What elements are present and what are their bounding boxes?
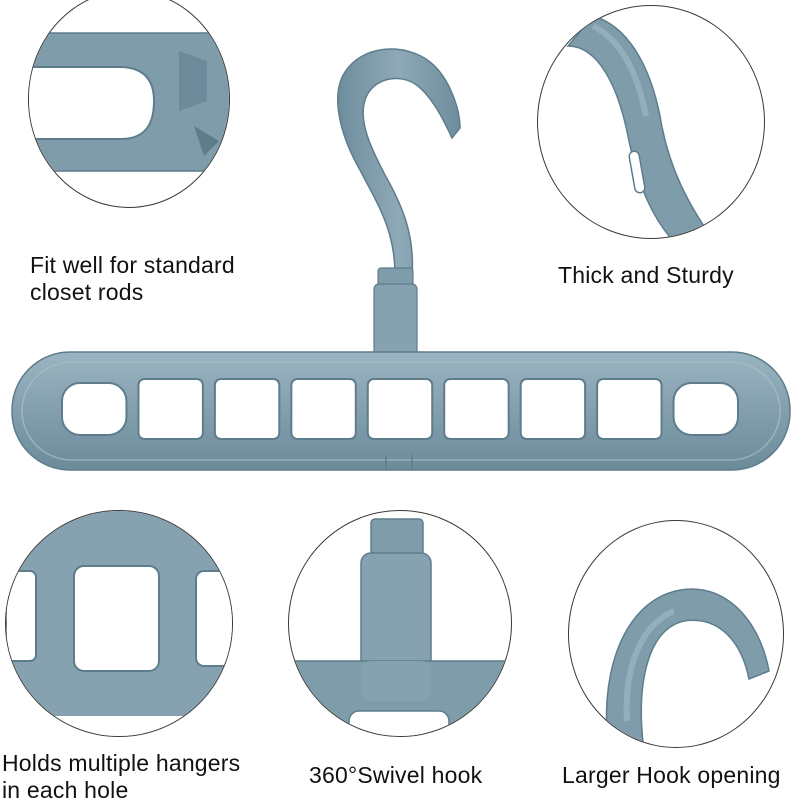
caption-sturdy: Thick and Sturdy bbox=[558, 262, 734, 289]
hanger-hole bbox=[366, 378, 434, 440]
detail-circle-opening bbox=[568, 520, 784, 748]
swivel-closeup-illustration bbox=[289, 518, 511, 736]
detail-circle-rod-end bbox=[28, 0, 230, 208]
caption-sturdy-line1: Thick and Sturdy bbox=[558, 262, 734, 288]
detail-circle-swivel bbox=[288, 510, 512, 737]
caption-rod: Fit well for standard closet rods bbox=[30, 252, 235, 306]
caption-swivel-line1: 360°Swivel hook bbox=[309, 762, 483, 788]
hanger-hole bbox=[596, 378, 663, 440]
swivel-collar bbox=[377, 267, 414, 287]
hanger-hole bbox=[213, 378, 281, 440]
caption-holes-line2: in each hole bbox=[2, 777, 129, 803]
hanger-holes bbox=[61, 378, 739, 440]
hook-opening-illustration bbox=[605, 588, 770, 747]
caption-holes-line1: Holds multiple hangers bbox=[2, 750, 241, 776]
swivel-neck bbox=[373, 283, 418, 363]
caption-rod-line2: closet rods bbox=[30, 279, 144, 305]
caption-rod-line1: Fit well for standard bbox=[30, 252, 235, 278]
hanger-hole bbox=[672, 382, 739, 436]
detail-circle-sturdy bbox=[537, 5, 765, 239]
detail-circle-holes bbox=[5, 510, 233, 737]
hook-curve bbox=[337, 48, 461, 276]
rod-end-illustration bbox=[29, 32, 229, 172]
hanger-hole bbox=[61, 382, 128, 436]
hanger-hole bbox=[137, 378, 204, 440]
sturdy-hook-illustration bbox=[566, 15, 714, 238]
hanger-hole bbox=[443, 378, 510, 440]
caption-holes: Holds multiple hangers in each hole bbox=[2, 750, 240, 804]
caption-opening-line1: Larger Hook opening bbox=[562, 762, 781, 788]
hanger-bar-rim bbox=[21, 361, 781, 461]
caption-swivel: 360°Swivel hook bbox=[309, 762, 482, 789]
caption-opening: Larger Hook opening bbox=[562, 762, 781, 789]
holes-closeup-illustration bbox=[6, 511, 232, 736]
hanger-hole bbox=[519, 378, 587, 440]
hanger-hole bbox=[290, 378, 357, 440]
